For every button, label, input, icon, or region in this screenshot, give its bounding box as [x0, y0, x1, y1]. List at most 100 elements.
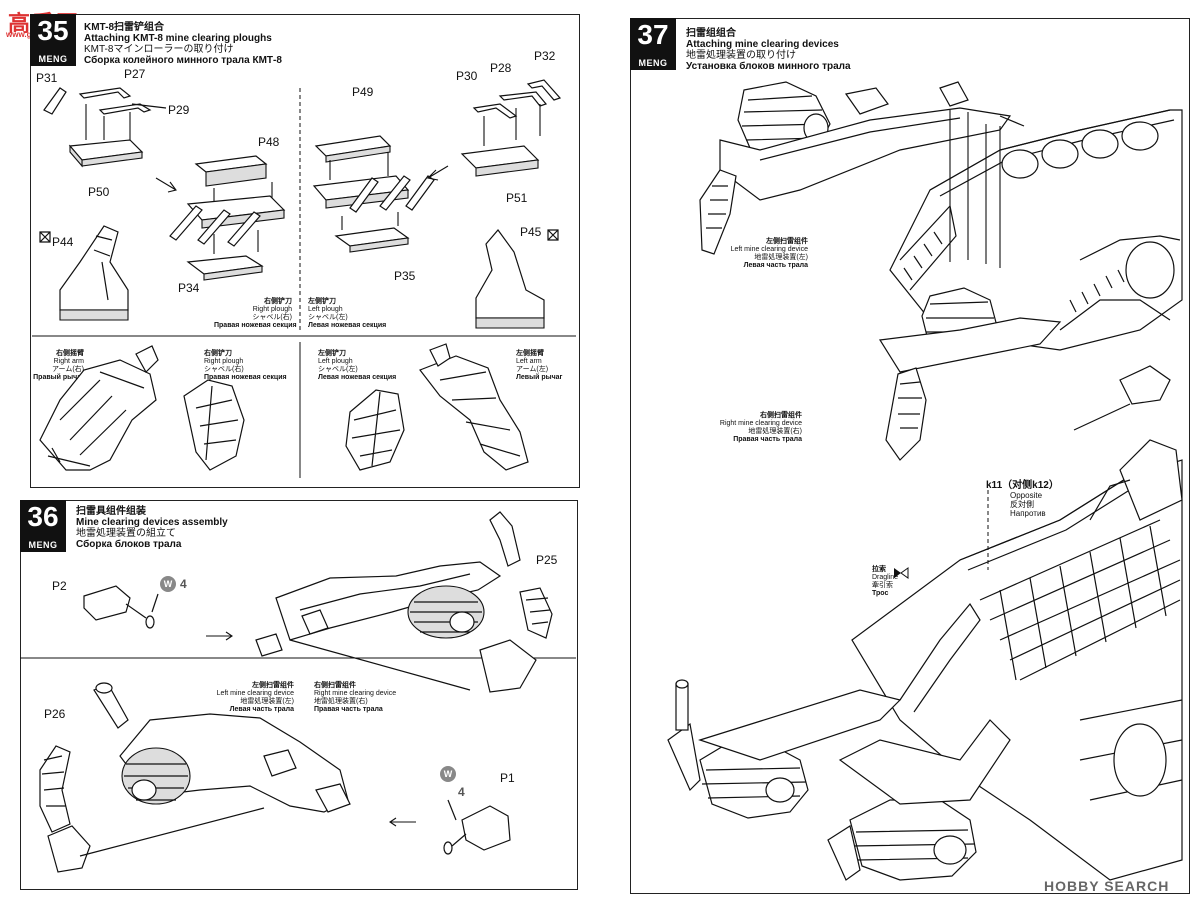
title-jp: KMT-8マインローラーの取り付け: [84, 44, 234, 55]
part-label: P29: [168, 103, 190, 117]
part-label: P25: [536, 553, 558, 567]
caption-ru: Левая ножевая секция: [308, 322, 387, 329]
step-36-number: 36: [27, 501, 59, 532]
caption-cn: 左侧铲刀: [308, 298, 336, 305]
caption-cn: 右侧铲刀: [264, 298, 292, 305]
caption-cn: 左侧摇臂: [516, 350, 544, 357]
right-plough-caption: 右侧铲刀 Right plough シャベル(右) Правая ножевая…: [204, 350, 304, 382]
title-en: Attaching KMT-8 mine clearing ploughs: [84, 33, 272, 44]
caption-cn: 右侧铲刀: [204, 350, 232, 357]
washer-qty: 4: [458, 785, 465, 799]
caption-ru: Правый рычаг: [33, 374, 84, 381]
caption-jp: シャベル(左): [318, 366, 358, 373]
part-label: P26: [44, 707, 66, 721]
step-36-title: 扫雷具组件组装 Mine clearing devices assembly 地…: [76, 506, 228, 550]
caption-en: Left plough: [318, 358, 353, 365]
title-ru: Сборка блоков трала: [76, 539, 182, 550]
title-en: Mine clearing devices assembly: [76, 517, 228, 528]
part-label: P44: [52, 235, 74, 249]
caption-ru: Правая часть трала: [733, 436, 802, 443]
washer-qty: 4: [180, 577, 187, 591]
left-device-caption: 左侧扫雷组件 Left mine clearing device 地雷処理装置(…: [706, 238, 808, 270]
caption-ru: Левая часть трала: [743, 262, 808, 269]
k11-caption: k11（对侧k12） Opposite 反対側 Напротив: [986, 480, 1076, 518]
right-device-caption: 右侧扫雷组件 Right mine clearing device 地雷処理装置…: [700, 412, 802, 444]
part-label: P51: [506, 191, 528, 205]
caption-jp: アーム(左): [516, 366, 549, 373]
part-label: P35: [394, 269, 416, 283]
part-label: P30: [456, 69, 478, 83]
caption-ru: Левый рычаг: [516, 374, 563, 381]
caption-jp: シャベル(右): [204, 366, 244, 373]
caption-en: Left mine clearing device: [730, 246, 808, 253]
caption-cn: 右侧扫雷组件: [314, 682, 356, 689]
meng-logo: MENG: [28, 540, 58, 550]
caption-ru: Правая ножевая секция: [204, 374, 287, 381]
caption-en: Right mine clearing device: [314, 690, 397, 697]
washer-badge: W: [160, 576, 176, 592]
left-plough-caption: 左侧铲刀 Left plough シャベル(左) Левая ножевая с…: [308, 298, 408, 330]
part-label: P34: [178, 281, 200, 295]
caption-en: Right mine clearing device: [719, 420, 802, 427]
caption-en: Dragline: [872, 574, 899, 581]
part-label: P28: [490, 61, 512, 75]
caption-jp: 反対側: [1010, 500, 1034, 509]
title-ru: Сборка колейного минного трала КМТ-8: [84, 55, 282, 66]
caption-cn: k11（对侧k12）: [986, 480, 1059, 491]
step-37-title: 扫雷组组合 Attaching mine clearing devices 地雷…: [686, 28, 851, 72]
part-label: P50: [88, 185, 110, 199]
caption-cn: 左侧扫雷组件: [252, 682, 294, 689]
right-arm-caption: 右侧摇臂 Right arm アーム(右) Правый рычаг: [24, 350, 84, 382]
caption-cn: 左侧扫雷组件: [766, 238, 808, 245]
caption-ru: Левая часть трала: [229, 706, 294, 713]
title-jp: 地雷処理装置の取り付け: [686, 50, 796, 61]
reactive-armor-blocks: [979, 519, 1181, 681]
caption-ru: Правая ножевая секция: [214, 322, 297, 329]
caption-jp: 牽引索: [872, 582, 893, 589]
caption-cn: 右侧扫雷组件: [760, 412, 802, 419]
caption-ru: Правая часть трала: [314, 706, 383, 713]
caption-jp: シャベル(右): [252, 314, 292, 321]
dragline-caption: 拉索 Dragline 牽引索 Трос: [872, 566, 932, 598]
part-label: P32: [534, 49, 556, 63]
part-label: P27: [124, 67, 146, 81]
step-35-badge: 35 MENG: [30, 14, 76, 66]
caption-en: Left plough: [308, 306, 343, 313]
step-37-number: 37: [637, 19, 669, 50]
hobby-search-watermark: HOBBY SEARCH: [1044, 878, 1170, 894]
caption-ru: Напротив: [1010, 509, 1046, 518]
title-jp: 地雷処理装置の組立て: [76, 528, 176, 539]
title-en: Attaching mine clearing devices: [686, 39, 839, 50]
title-cn: 扫雷具组件组装: [76, 506, 146, 517]
part-label: P48: [258, 135, 280, 149]
washer-badge: W: [440, 766, 456, 782]
step-35-number: 35: [37, 15, 69, 46]
right-device-caption: 右侧扫雷组件 Right mine clearing device 地雷処理装置…: [314, 682, 434, 714]
caption-cn: 拉索: [872, 566, 886, 573]
meng-logo: MENG: [638, 58, 668, 68]
caption-jp: 地雷処理装置(左): [240, 698, 294, 705]
caption-jp: 地雷処理装置(右): [748, 428, 802, 435]
right-plough-caption: 右侧铲刀 Right plough シャベル(右) Правая ножевая…: [214, 298, 297, 330]
left-device-caption: 左侧扫雷组件 Left mine clearing device 地雷処理装置(…: [184, 682, 294, 714]
caption-jp: アーム(右): [51, 366, 84, 373]
caption-en: Right arm: [53, 358, 84, 365]
road-wheels-upper: [1001, 121, 1159, 179]
title-ru: Установка блоков минного трала: [686, 61, 851, 72]
caption-en: Right plough: [204, 358, 244, 365]
part-label: P45: [520, 225, 542, 239]
caption-ru: Левая ножевая секция: [318, 374, 397, 381]
part-label: P31: [36, 71, 58, 85]
part-label: P2: [52, 579, 67, 593]
caption-jp: シャベル(左): [308, 314, 348, 321]
bowtie-icon: [894, 567, 909, 579]
part-label: P49: [352, 85, 374, 99]
caption-en: Opposite: [1010, 491, 1043, 500]
left-arm-caption: 左侧摇臂 Left arm アーム(左) Левый рычаг: [516, 350, 576, 382]
caption-cn: 左侧铲刀: [318, 350, 346, 357]
